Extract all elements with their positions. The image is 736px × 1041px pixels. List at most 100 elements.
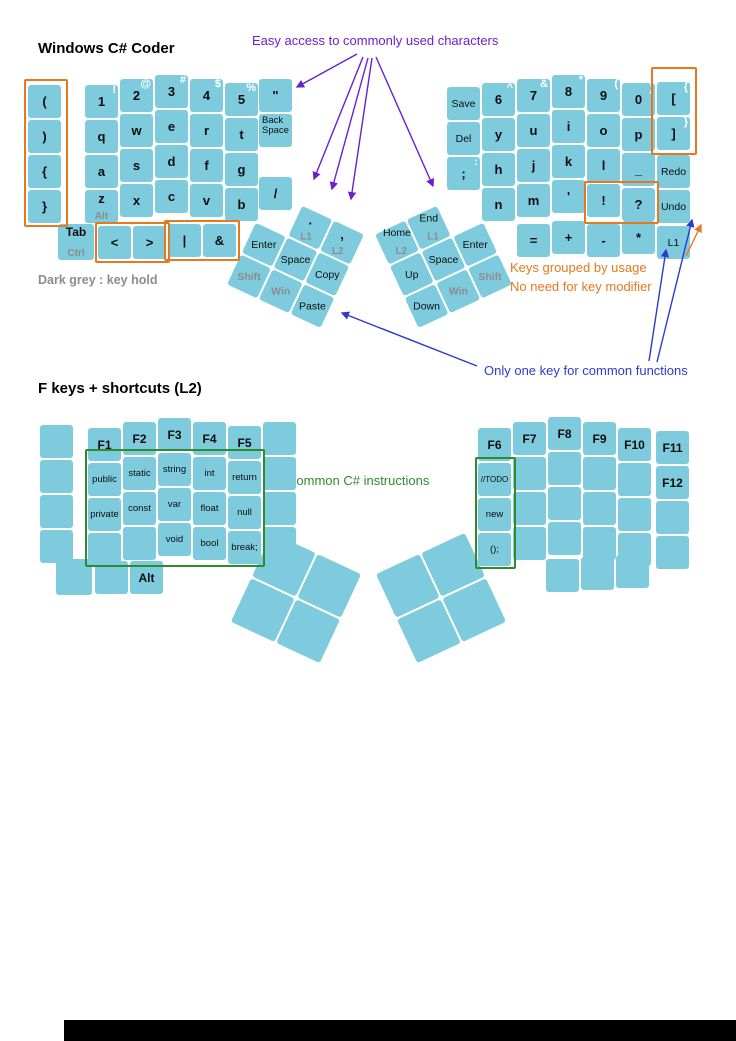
key-label: o xyxy=(599,123,608,138)
key-hold-label: Alt xyxy=(94,211,109,222)
key-label: & xyxy=(214,233,225,248)
annotation-easy-access: Easy access to commonly used characters xyxy=(252,33,499,48)
key-hold-shift: Shift xyxy=(468,254,512,299)
key-label: Tab xyxy=(65,225,87,239)
key-blank xyxy=(656,536,689,569)
key-ampersand: & xyxy=(203,224,236,257)
key-shift-label: ! xyxy=(112,84,116,96)
key-back-space: Back Space xyxy=(259,114,292,147)
key-label: ! xyxy=(601,193,606,208)
key-blank xyxy=(618,463,651,496)
key-label: f xyxy=(204,158,209,173)
key-shift-label: $ xyxy=(214,78,221,90)
highlight-pipe-amp xyxy=(164,220,240,261)
key-label: u xyxy=(529,123,538,138)
key-hold-label: Shift xyxy=(237,270,261,283)
key-label: 4 xyxy=(202,88,211,103)
key-label: const xyxy=(128,503,151,514)
key-label: 7 xyxy=(529,88,538,103)
key-blank xyxy=(40,425,73,458)
key-label: { xyxy=(41,164,48,179)
key-8: 8* xyxy=(552,74,585,108)
key-label: 9 xyxy=(599,88,608,103)
key-7: 7& xyxy=(517,78,550,112)
footer-bar xyxy=(64,1020,736,1041)
key-blank xyxy=(263,492,296,525)
key-9: 9( xyxy=(587,78,620,112)
highlight-cs-keywords-left xyxy=(85,449,265,567)
key-label: Enter xyxy=(462,238,488,251)
key-shift-label: ( xyxy=(614,78,618,90)
key-label: q xyxy=(97,129,106,144)
key-blank xyxy=(123,527,156,560)
key-o: o xyxy=(587,114,620,147)
key-b: b xyxy=(225,188,258,221)
key-label: F7 xyxy=(522,431,537,446)
key-hold-label: Shift xyxy=(478,270,502,283)
highlight-exclaim-question xyxy=(584,181,659,224)
key-t: t xyxy=(225,118,258,151)
key-blank xyxy=(583,527,616,560)
key-label: < xyxy=(110,235,119,250)
key-paren-close: ) xyxy=(28,120,61,153)
key-bool: bool xyxy=(193,527,226,560)
key-blank xyxy=(263,457,296,490)
key-label: 1 xyxy=(97,94,106,109)
key-label: F2 xyxy=(132,431,147,446)
key-label: //TODO xyxy=(480,475,509,484)
key-label: private xyxy=(90,509,119,520)
key-label: null xyxy=(237,507,252,518)
key-blank xyxy=(583,457,616,490)
key-label: break; xyxy=(231,542,258,553)
key-label: return xyxy=(232,472,257,483)
key-a: a xyxy=(85,155,118,188)
key-f11: F11 xyxy=(656,431,689,464)
annotation-common-cs: Common C# instructions xyxy=(287,473,430,488)
key-label: z xyxy=(98,191,105,206)
key-label: string xyxy=(162,464,187,475)
key-blank xyxy=(548,452,581,485)
key-label: / xyxy=(273,186,278,201)
key-l1: L1 xyxy=(657,226,690,259)
key-label: Undo xyxy=(660,200,687,213)
key-static: static xyxy=(123,457,156,490)
key-e: e xyxy=(155,110,188,143)
key-label: F12 xyxy=(662,475,683,490)
key-var: var xyxy=(158,488,191,521)
key-l: l xyxy=(587,149,620,182)
key-underscore: _ xyxy=(622,153,655,186)
key-x: x xyxy=(120,184,153,217)
key-u: u xyxy=(517,114,550,147)
key-label: | xyxy=(182,233,187,248)
key-slash: / xyxy=(259,177,292,210)
key-f8: F8 xyxy=(548,417,581,450)
key-label: bool xyxy=(200,538,219,549)
key-label: r xyxy=(203,123,210,138)
key-label: Alt xyxy=(138,570,155,585)
highlight-cs-keywords-right xyxy=(475,457,516,569)
key-semicolon: ;: xyxy=(447,156,480,190)
key-less-than: < xyxy=(98,226,131,259)
key-p: p xyxy=(622,118,655,151)
key-d: d xyxy=(155,145,188,178)
key-label: (); xyxy=(490,544,499,555)
key-brace-open: { xyxy=(28,155,61,188)
key-f7: F7 xyxy=(513,422,546,455)
key-shift-label: @ xyxy=(140,78,151,90)
key-label: Down xyxy=(413,300,440,313)
key-undo: Undo xyxy=(657,190,690,223)
key-f5: F5 xyxy=(228,426,261,459)
key-blank xyxy=(546,559,579,592)
key-label: * xyxy=(635,230,642,245)
key-blank xyxy=(40,495,73,528)
key-label: c xyxy=(167,189,176,204)
key-label: j xyxy=(531,158,536,173)
key-f1: F1 xyxy=(88,428,121,461)
key-label: s xyxy=(132,158,141,173)
key-void: void xyxy=(158,523,191,556)
key-label: _ xyxy=(634,162,643,177)
key-int: int xyxy=(193,457,226,490)
key-2: 2@ xyxy=(120,78,153,112)
key-blank xyxy=(513,527,546,560)
